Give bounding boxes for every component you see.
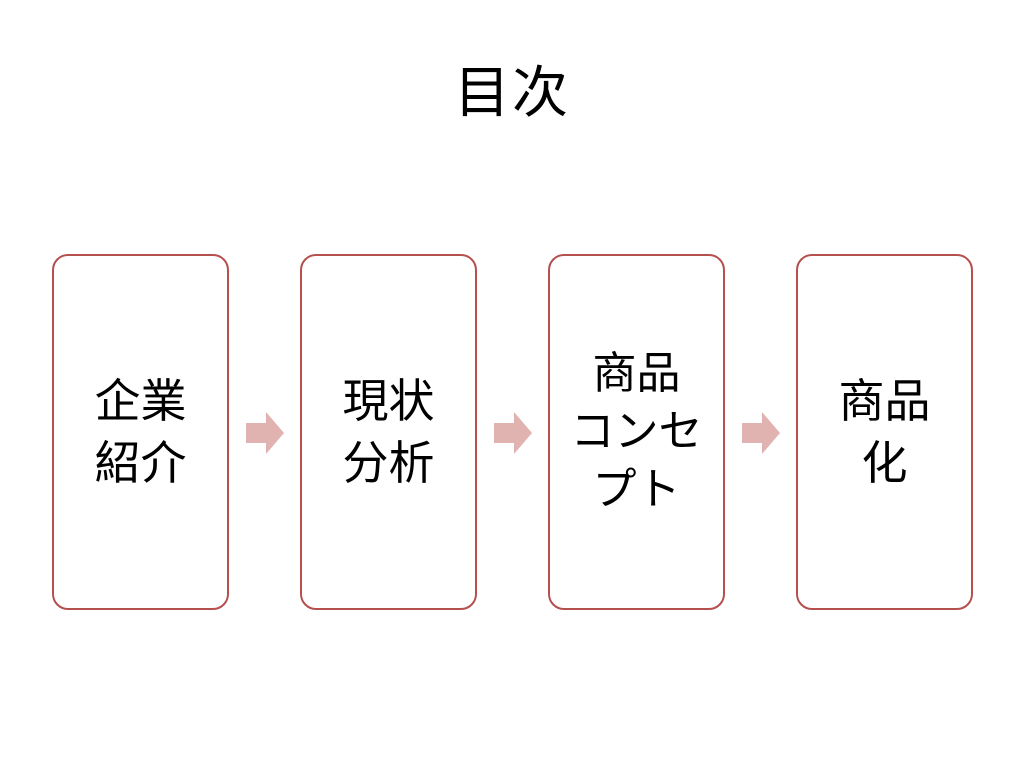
process-step-label: 企業 紹介 bbox=[94, 374, 187, 490]
process-step-label: 商品 化 bbox=[838, 374, 931, 490]
process-step-commercialization: 商品 化 bbox=[796, 254, 973, 610]
process-step-label: 現状 分析 bbox=[342, 374, 435, 490]
process-step-company-intro: 企業 紹介 bbox=[52, 254, 229, 610]
slide-title: 目次 bbox=[454, 61, 570, 126]
process-step-current-analysis: 現状 分析 bbox=[300, 254, 477, 610]
process-step-product-concept: 商品 コンセ プト bbox=[548, 254, 725, 610]
right-arrow-icon bbox=[494, 412, 532, 454]
process-step-label: 商品 コンセ プト bbox=[570, 348, 703, 515]
right-arrow-icon bbox=[246, 412, 284, 454]
right-arrow-icon bbox=[742, 412, 780, 454]
